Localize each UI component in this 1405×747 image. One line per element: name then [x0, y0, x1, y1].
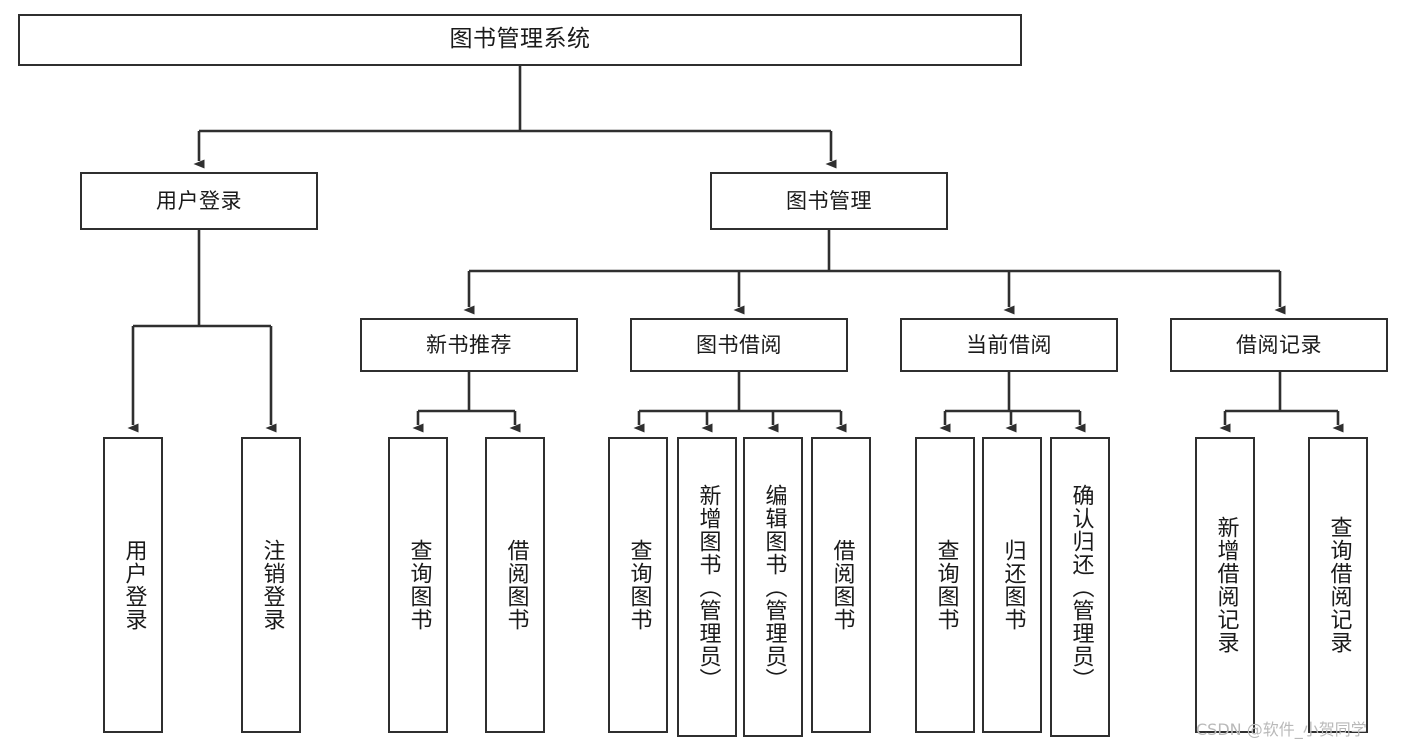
leaf-logout-login[interactable]: 注销登录	[241, 437, 301, 733]
node-label: 查询借阅记录	[1326, 516, 1352, 654]
leaf-query-book-borrow[interactable]: 查询图书	[608, 437, 668, 733]
node-current-borrow[interactable]: 当前借阅	[900, 318, 1118, 372]
leaf-edit-book-admin[interactable]: 编辑图书（管理员）	[743, 437, 803, 737]
node-label: 借阅记录	[1236, 332, 1322, 357]
leaf-add-book-admin[interactable]: 新增图书（管理员）	[677, 437, 737, 737]
node-label: 借阅图书	[503, 539, 529, 631]
leaf-query-book-current[interactable]: 查询图书	[915, 437, 975, 733]
leaf-borrow-book-recommend[interactable]: 借阅图书	[485, 437, 545, 733]
node-label: 新增借阅记录	[1213, 516, 1239, 654]
node-book-management[interactable]: 图书管理	[710, 172, 948, 230]
node-label: 用户登录	[156, 188, 242, 213]
node-new-book-recommend[interactable]: 新书推荐	[360, 318, 578, 372]
node-label: 查询图书	[406, 539, 432, 631]
node-label: 当前借阅	[966, 332, 1052, 357]
node-label: 新增图书（管理员）	[695, 483, 721, 691]
node-borrow-record[interactable]: 借阅记录	[1170, 318, 1388, 372]
node-user-login[interactable]: 用户登录	[80, 172, 318, 230]
node-label: 查询图书	[626, 539, 652, 631]
node-label: 注销登录	[259, 539, 285, 631]
leaf-borrow-book[interactable]: 借阅图书	[811, 437, 871, 733]
node-label: 确认归还（管理员）	[1068, 483, 1094, 691]
node-label: 图书管理	[786, 188, 872, 213]
leaf-query-book-recommend[interactable]: 查询图书	[388, 437, 448, 733]
leaf-query-borrow-record[interactable]: 查询借阅记录	[1308, 437, 1368, 733]
leaf-user-login[interactable]: 用户登录	[103, 437, 163, 733]
node-label: 图书管理系统	[449, 26, 591, 53]
node-label: 用户登录	[121, 539, 147, 631]
node-label: 查询图书	[933, 539, 959, 631]
node-root-system[interactable]: 图书管理系统	[18, 14, 1022, 66]
node-label: 新书推荐	[426, 332, 512, 357]
node-label: 归还图书	[1000, 539, 1026, 631]
node-label: 借阅图书	[829, 539, 855, 631]
node-label: 编辑图书（管理员）	[761, 483, 787, 691]
node-label: 图书借阅	[696, 332, 782, 357]
node-book-borrow[interactable]: 图书借阅	[630, 318, 848, 372]
leaf-add-borrow-record[interactable]: 新增借阅记录	[1195, 437, 1255, 733]
leaf-return-book[interactable]: 归还图书	[982, 437, 1042, 733]
leaf-confirm-return-admin[interactable]: 确认归还（管理员）	[1050, 437, 1110, 737]
